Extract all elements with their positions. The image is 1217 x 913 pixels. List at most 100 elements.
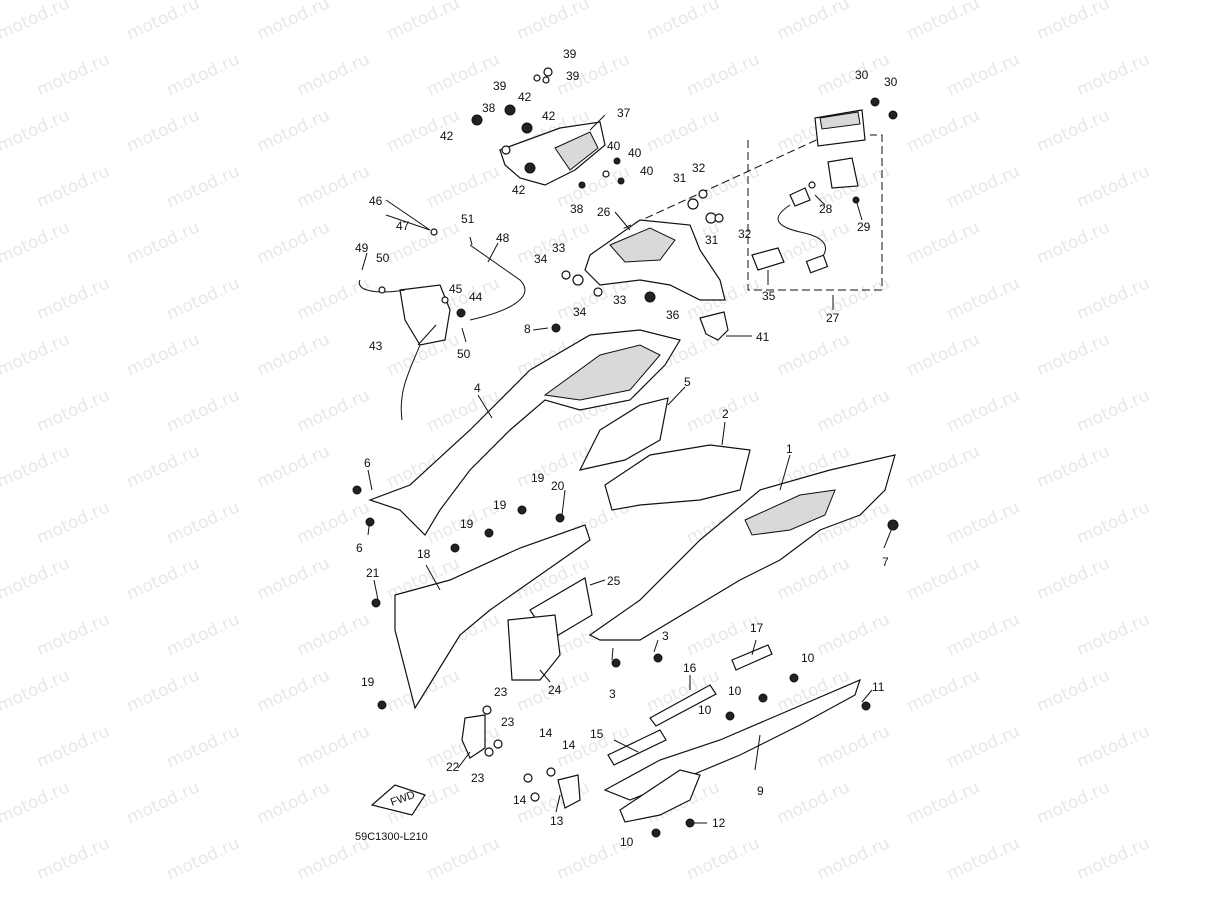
watermark-text: motod.ru: [904, 665, 983, 716]
strip-16: [649, 684, 717, 727]
callout-44: 44: [469, 290, 483, 304]
watermark-text: motod.ru: [124, 665, 203, 716]
callout-30a: 30: [855, 68, 869, 82]
watermark-text: motod.ru: [424, 161, 503, 212]
callout-4: 4: [474, 381, 481, 395]
callout-1: 1: [786, 442, 793, 456]
callout-39a: 39: [563, 47, 577, 61]
callout-31b: 31: [705, 233, 719, 247]
tail-light-lens: [819, 111, 861, 130]
callout-51: 51: [461, 212, 475, 226]
watermark-text: motod.ru: [684, 49, 763, 100]
strip-17: [731, 644, 773, 671]
callout-19a: 19: [460, 517, 474, 531]
watermark-text: motod.ru: [944, 49, 1023, 100]
tail-light-connector: [805, 254, 829, 274]
watermark-text: motod.ru: [0, 105, 73, 156]
watermark-text: motod.ru: [814, 49, 893, 100]
tail-light-axis-line: [619, 119, 861, 231]
callout-32a: 32: [692, 161, 706, 175]
callout-40b: 40: [628, 146, 642, 160]
watermark-text: motod.ru: [164, 273, 243, 324]
watermark-text: motod.ru: [34, 497, 113, 548]
callout-27: 27: [826, 311, 840, 325]
callout-19d: 19: [361, 675, 375, 689]
callout-6a: 6: [364, 456, 371, 470]
watermark-text: motod.ru: [0, 777, 73, 828]
callout-23a: 23: [494, 685, 508, 699]
callout-11: 11: [872, 680, 885, 694]
callout-32b: 32: [738, 227, 752, 241]
watermark-text: motod.ru: [294, 721, 373, 772]
watermark-text: motod.ru: [1034, 441, 1113, 492]
callout-42b: 42: [542, 109, 556, 123]
callout-31a: 31: [673, 171, 687, 185]
callout-7: 7: [882, 555, 889, 569]
watermark-text: motod.ru: [34, 721, 113, 772]
watermark-text: motod.ru: [124, 105, 203, 156]
watermark-text: motod.ru: [1074, 497, 1153, 548]
watermark-text: motod.ru: [944, 161, 1023, 212]
watermark-text: motod.ru: [1074, 273, 1153, 324]
callout-29: 29: [857, 220, 871, 234]
tail-light-bracket: [827, 157, 859, 189]
callout-22: 22: [446, 760, 460, 774]
watermark-text: motod.ru: [774, 0, 853, 45]
watermark-text: motod.ru: [904, 553, 983, 604]
watermark-text: motod.ru: [1074, 833, 1153, 884]
watermark-text: motod.ru: [124, 329, 203, 380]
callout-35: 35: [762, 289, 776, 303]
grab-bar-bracket-shade: [554, 131, 599, 171]
callout-50b: 50: [457, 347, 471, 361]
watermark-text: motod.ru: [944, 833, 1023, 884]
callout-47: 47: [396, 219, 410, 233]
callout-10d: 10: [620, 835, 634, 849]
callout-37: 37: [617, 106, 631, 120]
tail-light-socket: [789, 187, 811, 207]
watermark-text: motod.ru: [254, 217, 333, 268]
watermark-text: motod.ru: [1034, 329, 1113, 380]
watermark-text: motod.ru: [944, 497, 1023, 548]
watermark-text: motod.ru: [124, 441, 203, 492]
watermark-text: motod.ru: [124, 777, 203, 828]
watermark-text: motod.ru: [164, 833, 243, 884]
callout-10c: 10: [698, 703, 712, 717]
callout-21: 21: [366, 566, 380, 580]
watermark-text: motod.ru: [34, 833, 113, 884]
callout-18: 18: [417, 547, 431, 561]
watermark-text: motod.ru: [514, 0, 593, 45]
watermark-text: motod.ru: [1034, 0, 1113, 45]
watermark-text: motod.ru: [644, 105, 723, 156]
callout-39c: 39: [566, 69, 580, 83]
cover-panel-5: [578, 397, 669, 471]
callout-10b: 10: [728, 684, 742, 698]
callout-14a: 14: [539, 726, 553, 740]
watermark-text: motod.ru: [944, 721, 1023, 772]
watermark-text: motod.ru: [34, 385, 113, 436]
watermark-text: motod.ru: [0, 329, 73, 380]
callout-19b: 19: [493, 498, 507, 512]
callout-3b: 3: [609, 687, 616, 701]
watermark-text: motod.ru: [774, 329, 853, 380]
watermark-text: motod.ru: [254, 0, 333, 45]
callout-3a: 3: [662, 629, 669, 643]
watermark-text: motod.ru: [904, 329, 983, 380]
callout-38b: 38: [570, 202, 584, 216]
callout-8: 8: [524, 322, 531, 336]
callout-40c: 40: [640, 164, 654, 178]
watermark-text: motod.ru: [164, 497, 243, 548]
watermark-text: motod.ru: [814, 833, 893, 884]
callout-34a: 34: [534, 252, 548, 266]
callout-43: 43: [369, 339, 383, 353]
watermark-text: motod.ru: [294, 385, 373, 436]
watermark-text: motod.ru: [944, 273, 1023, 324]
callout-39b: 39: [493, 79, 507, 93]
watermark-text: motod.ru: [0, 217, 73, 268]
callout-42c: 42: [440, 129, 454, 143]
watermark-text: motod.ru: [164, 385, 243, 436]
watermark-text: motod.ru: [254, 105, 333, 156]
watermark-text: motod.ru: [1074, 49, 1153, 100]
watermark-text: motod.ru: [164, 721, 243, 772]
callout-14b: 14: [562, 738, 576, 752]
